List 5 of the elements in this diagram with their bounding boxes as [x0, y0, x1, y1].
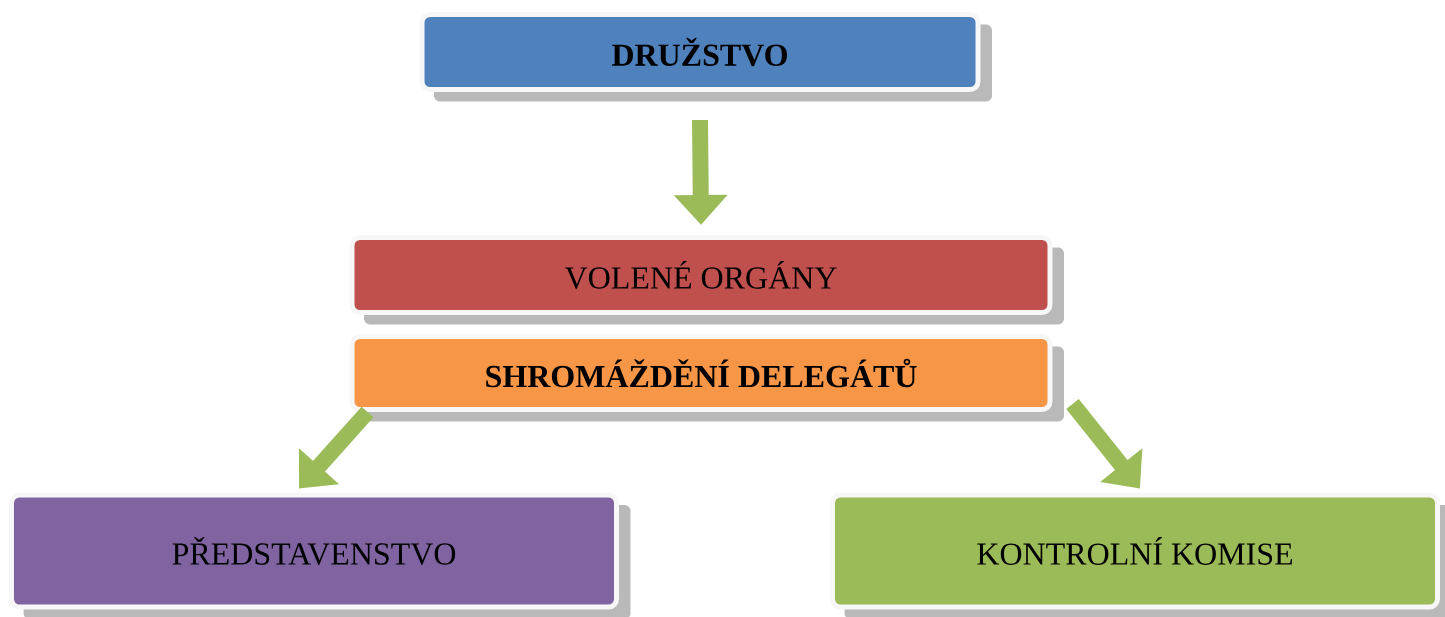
process-box: KONTROLNÍ KOMISE	[830, 492, 1445, 617]
process-box: DRUŽSTVO	[419, 12, 992, 102]
process-box: PŘEDSTAVENSTVO	[9, 492, 631, 617]
process-box: VOLENÉ ORGÁNY	[349, 235, 1064, 325]
process-box: SHROMÁŽDĚNÍ DELEGÁTŮ	[349, 334, 1064, 422]
